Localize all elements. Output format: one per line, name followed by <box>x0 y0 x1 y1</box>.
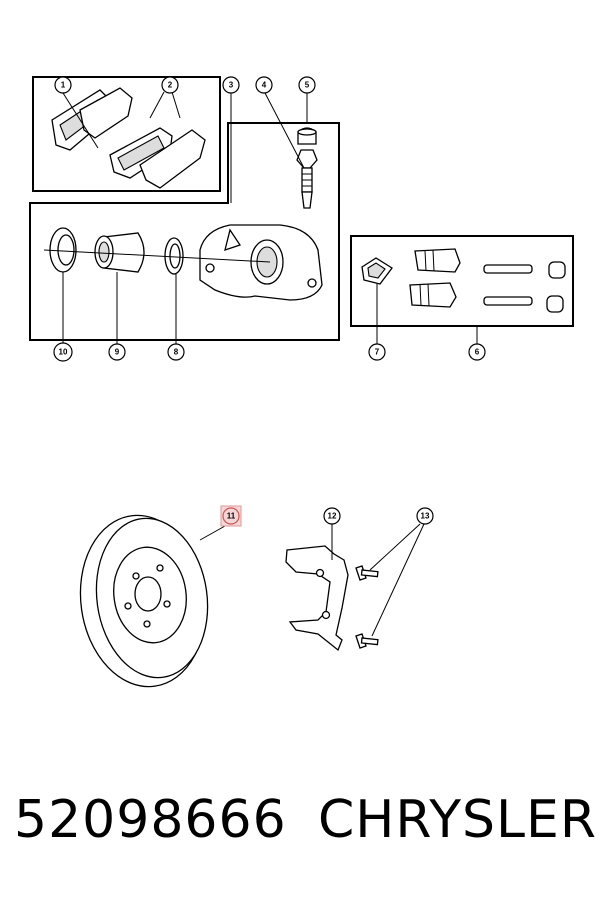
bleeder-screw <box>296 149 318 209</box>
bleeder-cap <box>297 127 317 145</box>
svg-text:13: 13 <box>421 512 430 521</box>
callout-3: 3 <box>222 76 240 94</box>
callout-8: 8 <box>167 343 185 361</box>
svg-text:3: 3 <box>229 81 234 90</box>
part-number: 52098666 <box>14 790 287 850</box>
footer: 52098666 CHRYSLER <box>0 790 600 870</box>
svg-text:1: 1 <box>61 81 66 90</box>
callout-7: 7 <box>368 343 386 361</box>
mounting-bolts <box>355 565 379 649</box>
caliper-group <box>29 122 340 341</box>
leader-lines <box>62 91 478 637</box>
svg-text:12: 12 <box>328 512 337 521</box>
svg-text:6: 6 <box>475 348 480 357</box>
svg-text:10: 10 <box>59 348 68 357</box>
callout-4: 4 <box>255 76 273 94</box>
brake-rotor <box>79 514 209 688</box>
brand-name: CHRYSLER <box>318 790 597 850</box>
caliper-adapter-bracket <box>285 545 349 652</box>
hardware-kit-group <box>350 235 574 327</box>
callout-9: 9 <box>108 343 126 361</box>
callout-10: 10 <box>53 342 73 362</box>
svg-text:11: 11 <box>227 512 236 521</box>
svg-text:8: 8 <box>174 348 179 357</box>
callout-1: 1 <box>54 76 72 94</box>
svg-text:2: 2 <box>168 81 173 90</box>
svg-text:4: 4 <box>262 81 267 90</box>
callout-11-highlighted: 11 <box>220 505 242 527</box>
callout-2: 2 <box>161 76 179 94</box>
callout-13: 13 <box>416 507 434 525</box>
brake-pad-group <box>32 76 221 192</box>
svg-text:7: 7 <box>375 348 380 357</box>
svg-text:9: 9 <box>115 348 120 357</box>
svg-text:5: 5 <box>305 81 310 90</box>
callout-6: 6 <box>468 343 486 361</box>
exploded-parts-diagram: 1 2 3 4 5 10 9 8 7 6 11 12 13 <box>29 76 574 688</box>
callout-12: 12 <box>323 507 341 525</box>
callout-5: 5 <box>298 76 316 94</box>
